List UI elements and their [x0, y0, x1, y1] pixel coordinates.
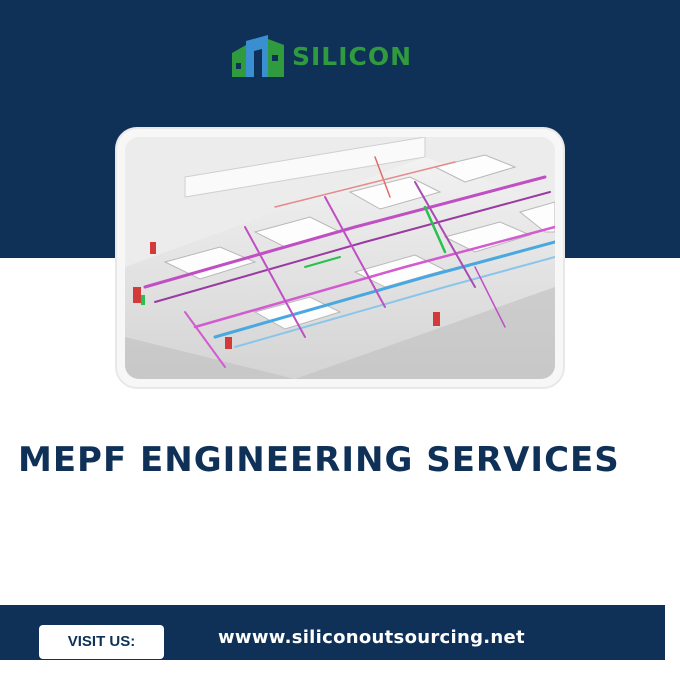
hero-image-card — [117, 129, 563, 387]
visit-us-button[interactable]: VISIT US: — [39, 625, 164, 659]
silicon-logo[interactable]: SILICON — [230, 33, 430, 79]
mepf-model-image — [125, 137, 555, 379]
footer-bar: VISIT US: wwww.siliconoutsourcing.net — [0, 605, 665, 660]
logo-wordmark: SILICON — [292, 42, 413, 71]
website-link[interactable]: wwww.siliconoutsourcing.net — [218, 627, 525, 648]
page-title: MEPF ENGINEERING SERVICES — [18, 440, 620, 480]
mepf-3d-model-illustration — [125, 137, 555, 379]
building-logo-icon — [232, 35, 284, 77]
